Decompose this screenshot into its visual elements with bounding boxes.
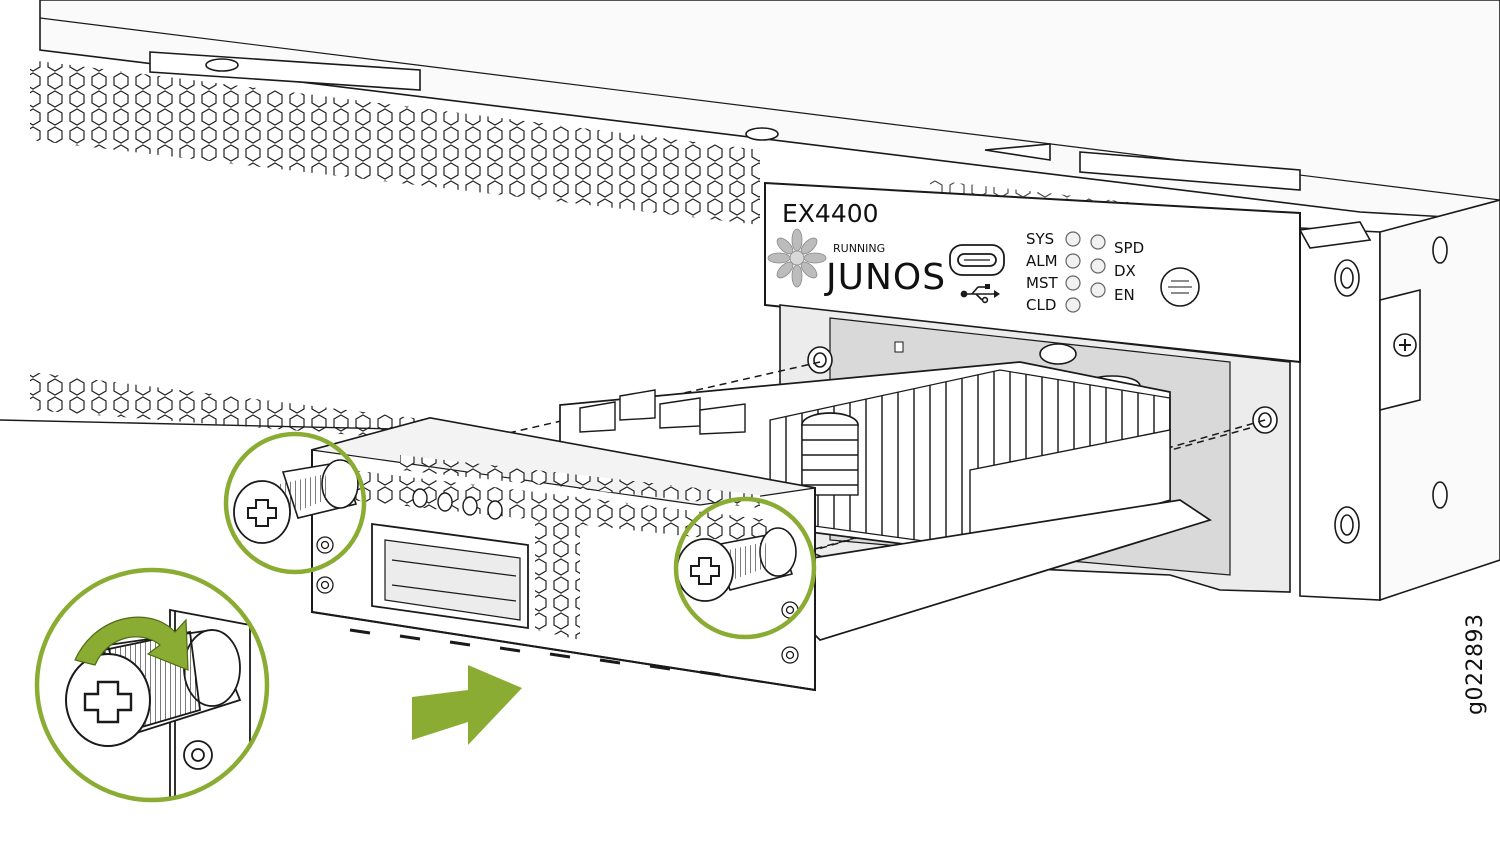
model-label: EX4400 <box>782 199 879 228</box>
led-indicator-spd <box>1090 234 1106 250</box>
thumbscrew-right <box>676 527 797 602</box>
faceplate-vent-holes <box>350 455 770 640</box>
thumbscrew-icon <box>83 680 133 724</box>
thumbscrew-icon <box>247 499 277 527</box>
led-label-cld: CLD <box>1026 296 1056 314</box>
led-label-en: EN <box>1114 286 1135 304</box>
insert-direction-arrow-icon <box>412 665 522 745</box>
led-label-spd: SPD <box>1114 239 1144 257</box>
led-label-mst: MST <box>1026 274 1058 292</box>
thumbscrew-icon <box>690 557 720 585</box>
usb-port-icon <box>949 244 1005 276</box>
front-vent-lower <box>30 372 430 440</box>
highlight-circle-left <box>223 431 367 575</box>
front-vent-upper <box>30 60 760 225</box>
front-panel: EX4400 RUNNING JUNOS <box>764 181 1301 364</box>
thumbscrew-left <box>233 459 359 544</box>
junos-flower-logo <box>767 228 827 288</box>
led-indicator-alm <box>1065 253 1081 269</box>
expansion-module <box>311 361 1212 692</box>
led-label-dx: DX <box>1114 262 1136 280</box>
figure-id: g022893 <box>1463 613 1488 715</box>
clockwise-arrow-icon <box>74 616 189 671</box>
led-label-alm: ALM <box>1026 252 1058 270</box>
lid-label-right <box>1079 151 1301 191</box>
led-indicator-dx <box>1090 258 1106 274</box>
brand-junos: JUNOS <box>824 257 946 298</box>
led-indicator-mst <box>1065 275 1081 291</box>
brand-running: RUNNING <box>833 242 885 255</box>
switch-chassis <box>0 0 1500 440</box>
led-indicator-cld <box>1065 297 1081 313</box>
mode-button[interactable] <box>1160 267 1200 307</box>
highlight-circle-right <box>673 496 817 640</box>
led-indicator-en <box>1090 282 1106 298</box>
led-indicator-sys <box>1065 231 1081 247</box>
led-label-sys: SYS <box>1026 230 1054 248</box>
rack-ear <box>1298 199 1500 602</box>
lid-arrow-mark <box>984 143 1051 161</box>
usb-icon <box>960 284 1000 304</box>
detail-inset <box>34 567 270 803</box>
